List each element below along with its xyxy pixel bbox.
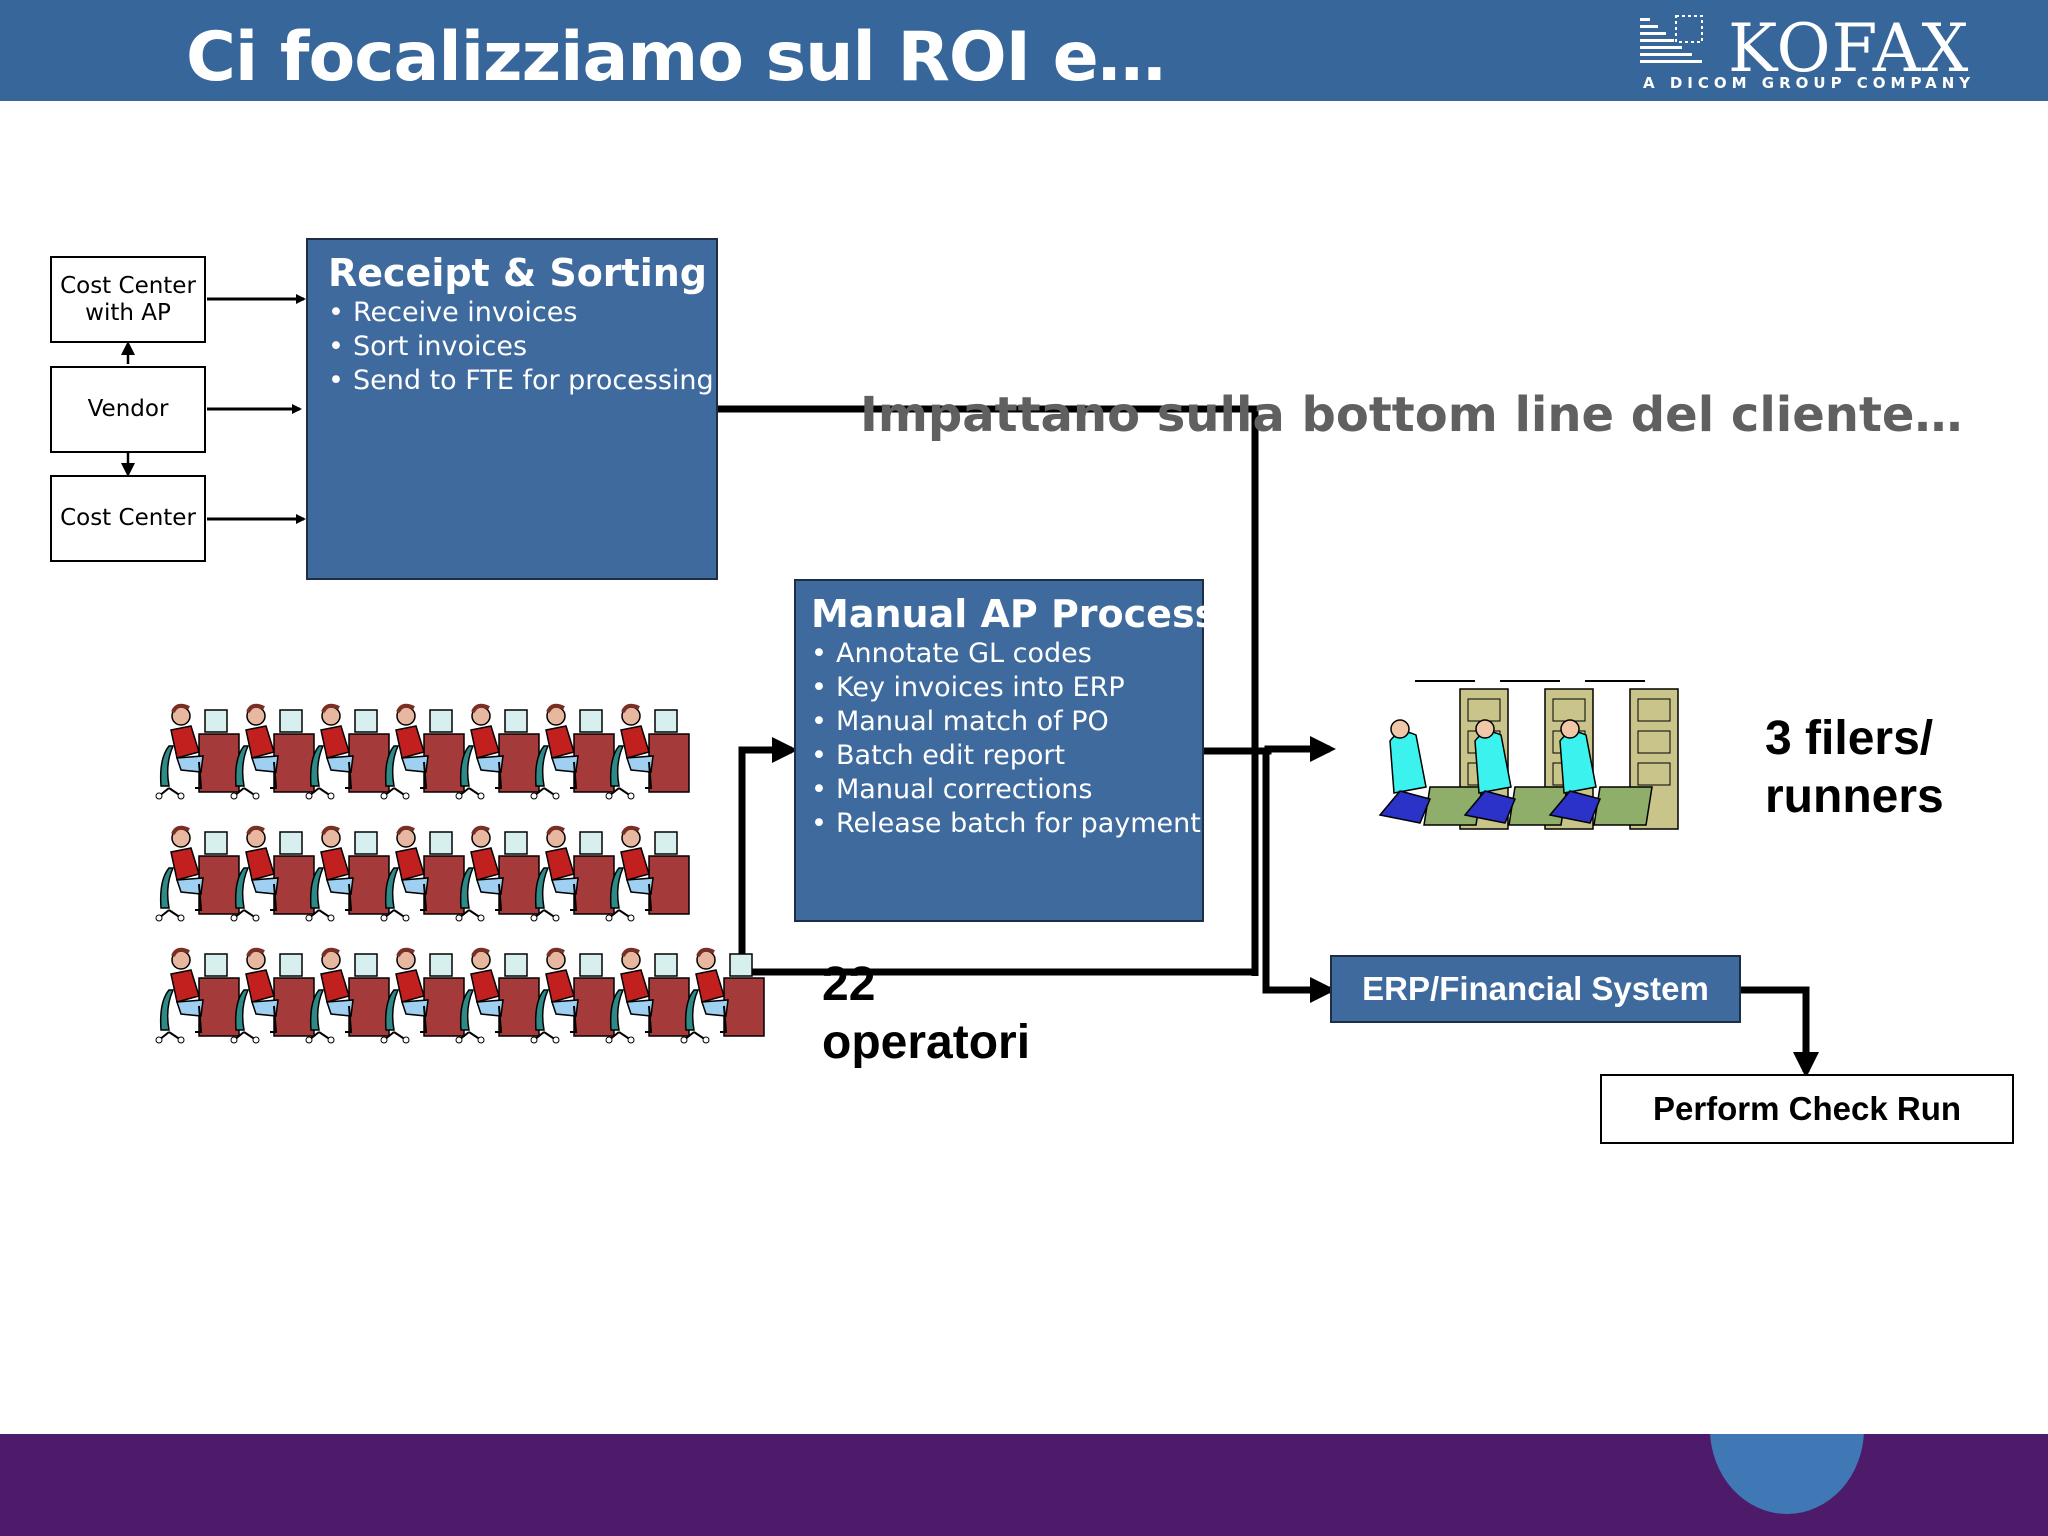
check-run-label: Perform Check Run [1652, 1090, 1962, 1127]
arrow-to-erp [1262, 751, 1336, 1003]
operator-at-desk-icon [155, 703, 240, 800]
filer-at-cabinet-icon [1548, 680, 1679, 830]
operators-word: operatori [822, 1016, 1031, 1069]
operator-at-desk-icon [230, 947, 315, 1044]
operators-count: 22 [822, 958, 876, 1011]
operator-at-desk-icon [530, 703, 615, 800]
impact-overlay-text: Impattano sulla bottom line del cliente… [860, 387, 1963, 443]
kofax-logo: KOFAX A DICOM GROUP COMPANY [1640, 10, 1970, 95]
perform-check-run-box: Perform Check Run [1600, 1074, 2014, 1144]
manual-title: Manual AP Process [811, 592, 1218, 636]
list-item: Receive invoices [328, 296, 696, 330]
operators-label: 22 operatori [822, 956, 1030, 1072]
slide-title: Ci focalizziamo sul ROI e… [186, 18, 1166, 97]
source-vendor: Vendor [50, 366, 206, 453]
arrow-to-manual-process [738, 737, 1255, 976]
operator-at-desk-icon [605, 703, 690, 800]
receipt-sorting-box: Receipt & Sorting Receive invoices Sort … [306, 238, 718, 580]
operator-at-desk-icon [455, 947, 540, 1044]
receipt-items: Receive invoices Sort invoices Send to F… [328, 296, 714, 398]
operator-at-desk-icon [230, 825, 315, 922]
list-item: Manual corrections [811, 773, 1187, 807]
operator-at-desk-icon [380, 947, 465, 1044]
operator-at-desk-icon [380, 825, 465, 922]
operator-at-desk-icon [305, 947, 390, 1044]
erp-financial-system-box: ERP/Financial System [1330, 955, 1741, 1023]
filers-line-1: 3 filers/ [1765, 712, 1934, 765]
list-item: Manual match of PO [811, 705, 1187, 739]
filers-label: 3 filers/ runners [1765, 710, 1944, 826]
operator-at-desk-icon [455, 703, 540, 800]
list-item: Send to FTE for processing [328, 364, 714, 398]
manual-items: Annotate GL codes Key invoices into ERP … [811, 637, 1201, 841]
operator-at-desk-icon [305, 703, 390, 800]
erp-label: ERP/Financial System [1362, 970, 1709, 1007]
operator-at-desk-icon [605, 825, 690, 922]
list-item: Batch edit report [811, 739, 1187, 773]
line-receipt-to-outputs [718, 405, 1259, 976]
arrow-manual-to-filers [1204, 736, 1336, 762]
list-item: Key invoices into ERP [811, 671, 1187, 705]
flag-emblem-icon [1640, 15, 1703, 63]
list-item: Release batch for payment [811, 807, 1201, 841]
receipt-title: Receipt & Sorting [328, 251, 707, 295]
filers-clipart [1378, 680, 1679, 830]
operator-at-desk-icon [155, 825, 240, 922]
footer-accent-circle [1710, 1434, 1864, 1514]
operator-at-desk-icon [605, 947, 690, 1044]
source-label: Vendor [87, 396, 169, 422]
operator-at-desk-icon [380, 703, 465, 800]
operator-at-desk-icon [230, 703, 315, 800]
logo-tagline: A DICOM GROUP COMPANY [1643, 74, 1976, 92]
filers-line-2: runners [1765, 770, 1944, 823]
operator-at-desk-icon [305, 825, 390, 922]
title-bar: Ci focalizziamo sul ROI e… KOFAX A DICOM… [0, 0, 2048, 101]
manual-ap-process-box: Manual AP Process Annotate GL codes Key … [794, 579, 1218, 922]
logo-wordmark: KOFAX [1728, 10, 1970, 87]
operator-at-desk-icon [530, 947, 615, 1044]
operator-at-desk-icon [680, 947, 765, 1044]
source-cost-center: Cost Center [50, 475, 206, 562]
operator-at-desk-icon [455, 825, 540, 922]
source-cost-center-with-ap: Cost Center with AP [50, 256, 206, 343]
operator-at-desk-icon [155, 947, 240, 1044]
footer-bar [0, 1434, 2048, 1536]
list-item: Sort invoices [328, 330, 696, 364]
list-item: Annotate GL codes [811, 637, 1187, 671]
source-label: Cost Center with AP [60, 272, 196, 326]
arrow-erp-to-check-run [1741, 986, 1819, 1078]
operator-at-desk-icon [530, 825, 615, 922]
operators-clipart [155, 703, 765, 1044]
source-label: Cost Center [60, 505, 196, 531]
